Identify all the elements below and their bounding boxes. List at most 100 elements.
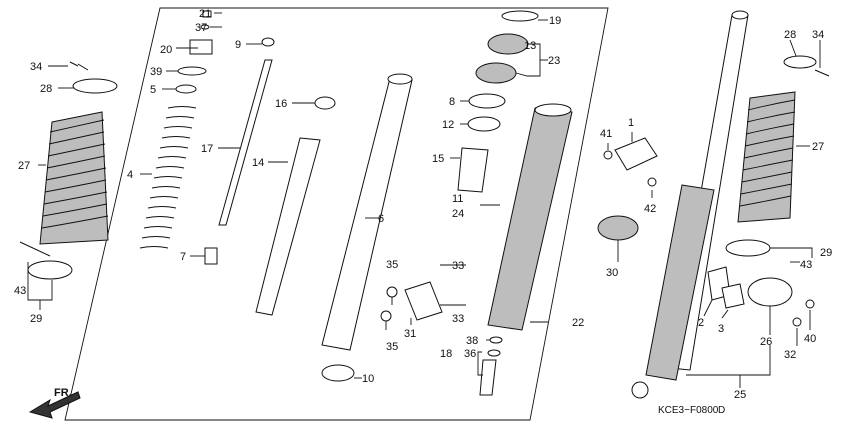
callout-22: 22 bbox=[572, 317, 584, 329]
bracket-3 bbox=[721, 283, 745, 309]
callout-40: 40 bbox=[804, 333, 816, 345]
part-37 bbox=[200, 24, 210, 30]
bolt-34-right bbox=[814, 69, 830, 77]
callout-27-right: 27 bbox=[812, 141, 824, 153]
left-boot-assembly bbox=[19, 61, 118, 280]
callout-16: 16 bbox=[275, 98, 287, 110]
nut-35b bbox=[380, 310, 392, 322]
callout-17: 17 bbox=[201, 143, 213, 155]
callout-6: 6 bbox=[378, 213, 384, 225]
valve-18 bbox=[479, 359, 497, 396]
seal-30 bbox=[597, 215, 639, 241]
bolt-34-left bbox=[69, 61, 89, 71]
fork-cap-20 bbox=[189, 39, 213, 55]
collar-16 bbox=[314, 96, 336, 110]
nut-42 bbox=[647, 177, 657, 187]
callout-2: 2 bbox=[698, 317, 704, 329]
callout-13: 13 bbox=[524, 40, 536, 52]
seal-group bbox=[457, 10, 539, 193]
front-direction-arrow bbox=[28, 391, 81, 419]
washer-8 bbox=[468, 93, 506, 109]
damper-rod-17 bbox=[218, 37, 275, 226]
dust-seal-13 bbox=[487, 33, 529, 55]
callout-18: 18 bbox=[440, 348, 452, 360]
callout-28-left: 28 bbox=[40, 83, 52, 95]
callout-33-lower: 33 bbox=[452, 313, 464, 325]
washer-5 bbox=[175, 84, 197, 94]
callout-39: 39 bbox=[150, 66, 162, 78]
callout-21: 21 bbox=[199, 8, 211, 20]
callout-37: 37 bbox=[195, 22, 207, 34]
front-direction-label: FR. bbox=[54, 387, 72, 399]
right-boot-assembly bbox=[725, 55, 830, 257]
callout-8: 8 bbox=[449, 96, 455, 108]
guard-26 bbox=[747, 277, 793, 307]
bolt-41 bbox=[603, 150, 613, 160]
callout-36: 36 bbox=[464, 348, 476, 360]
callout-41: 41 bbox=[600, 128, 612, 140]
bolt-32 bbox=[792, 317, 802, 327]
clip-19 bbox=[501, 10, 539, 22]
band-29-left bbox=[27, 260, 73, 280]
callout-23: 23 bbox=[548, 55, 560, 67]
fork-spring-4 bbox=[139, 106, 197, 249]
band-28-left bbox=[72, 78, 118, 94]
damper-14 bbox=[255, 137, 321, 316]
callout-5: 5 bbox=[150, 84, 156, 96]
oil-seal-23 bbox=[475, 62, 517, 84]
callout-32: 32 bbox=[784, 349, 796, 361]
part-21 bbox=[202, 10, 212, 18]
band-29-right bbox=[725, 239, 771, 257]
nut-35a bbox=[386, 286, 398, 298]
callout-14: 14 bbox=[252, 157, 264, 169]
callout-29-right: 29 bbox=[820, 247, 832, 259]
screw-43-left bbox=[19, 241, 51, 257]
bushing-15 bbox=[457, 147, 489, 193]
callout-31: 31 bbox=[404, 328, 416, 340]
callout-7: 7 bbox=[180, 251, 186, 263]
callout-38: 38 bbox=[466, 335, 478, 347]
inner-tube-6 bbox=[321, 77, 413, 351]
callout-11: 11 bbox=[452, 193, 463, 205]
callout-30: 30 bbox=[606, 267, 618, 279]
group-frame bbox=[64, 7, 609, 421]
washer-36 bbox=[487, 349, 501, 357]
slider-11 bbox=[487, 103, 573, 331]
callout-20: 20 bbox=[160, 44, 172, 56]
clamp-1 bbox=[614, 137, 658, 171]
callout-43-left: 43 bbox=[14, 285, 26, 297]
callout-24: 24 bbox=[452, 208, 464, 220]
leader-lines bbox=[27, 12, 821, 388]
callout-26: 26 bbox=[760, 336, 772, 348]
callout-35-lower: 35 bbox=[386, 341, 398, 353]
callout-34-left: 34 bbox=[30, 61, 42, 73]
diagram-code: KCE3−F0800 bbox=[658, 405, 719, 416]
callout-15: 15 bbox=[432, 153, 444, 165]
spring-7 bbox=[204, 247, 218, 265]
callout-12: 12 bbox=[442, 119, 454, 131]
callout-25: 25 bbox=[734, 389, 746, 401]
oring-39 bbox=[177, 66, 207, 76]
washer-38 bbox=[489, 336, 503, 344]
guide-10 bbox=[321, 364, 355, 382]
callout-10: 10 bbox=[362, 373, 374, 385]
callout-9: 9 bbox=[235, 39, 241, 51]
callout-3: 3 bbox=[718, 323, 724, 335]
diagram-revision: D bbox=[718, 405, 725, 416]
callout-19: 19 bbox=[549, 15, 561, 27]
callout-29-left: 29 bbox=[30, 313, 42, 325]
callout-27-left: 27 bbox=[18, 160, 30, 172]
callout-42: 42 bbox=[644, 203, 656, 215]
boot-27-left bbox=[39, 111, 109, 245]
callout-35-upper: 35 bbox=[386, 259, 398, 271]
holder-31 bbox=[404, 281, 443, 321]
callout-1: 1 bbox=[628, 117, 634, 129]
assembled-fork-25 bbox=[631, 10, 749, 399]
callout-labels: 21 37 20 39 5 4 7 9 17 16 14 6 10 19 13 … bbox=[14, 8, 832, 401]
callout-34-right: 34 bbox=[812, 29, 824, 41]
band-28-right bbox=[783, 55, 817, 69]
callout-33-upper: 33 bbox=[452, 260, 464, 272]
callout-4: 4 bbox=[127, 169, 133, 181]
